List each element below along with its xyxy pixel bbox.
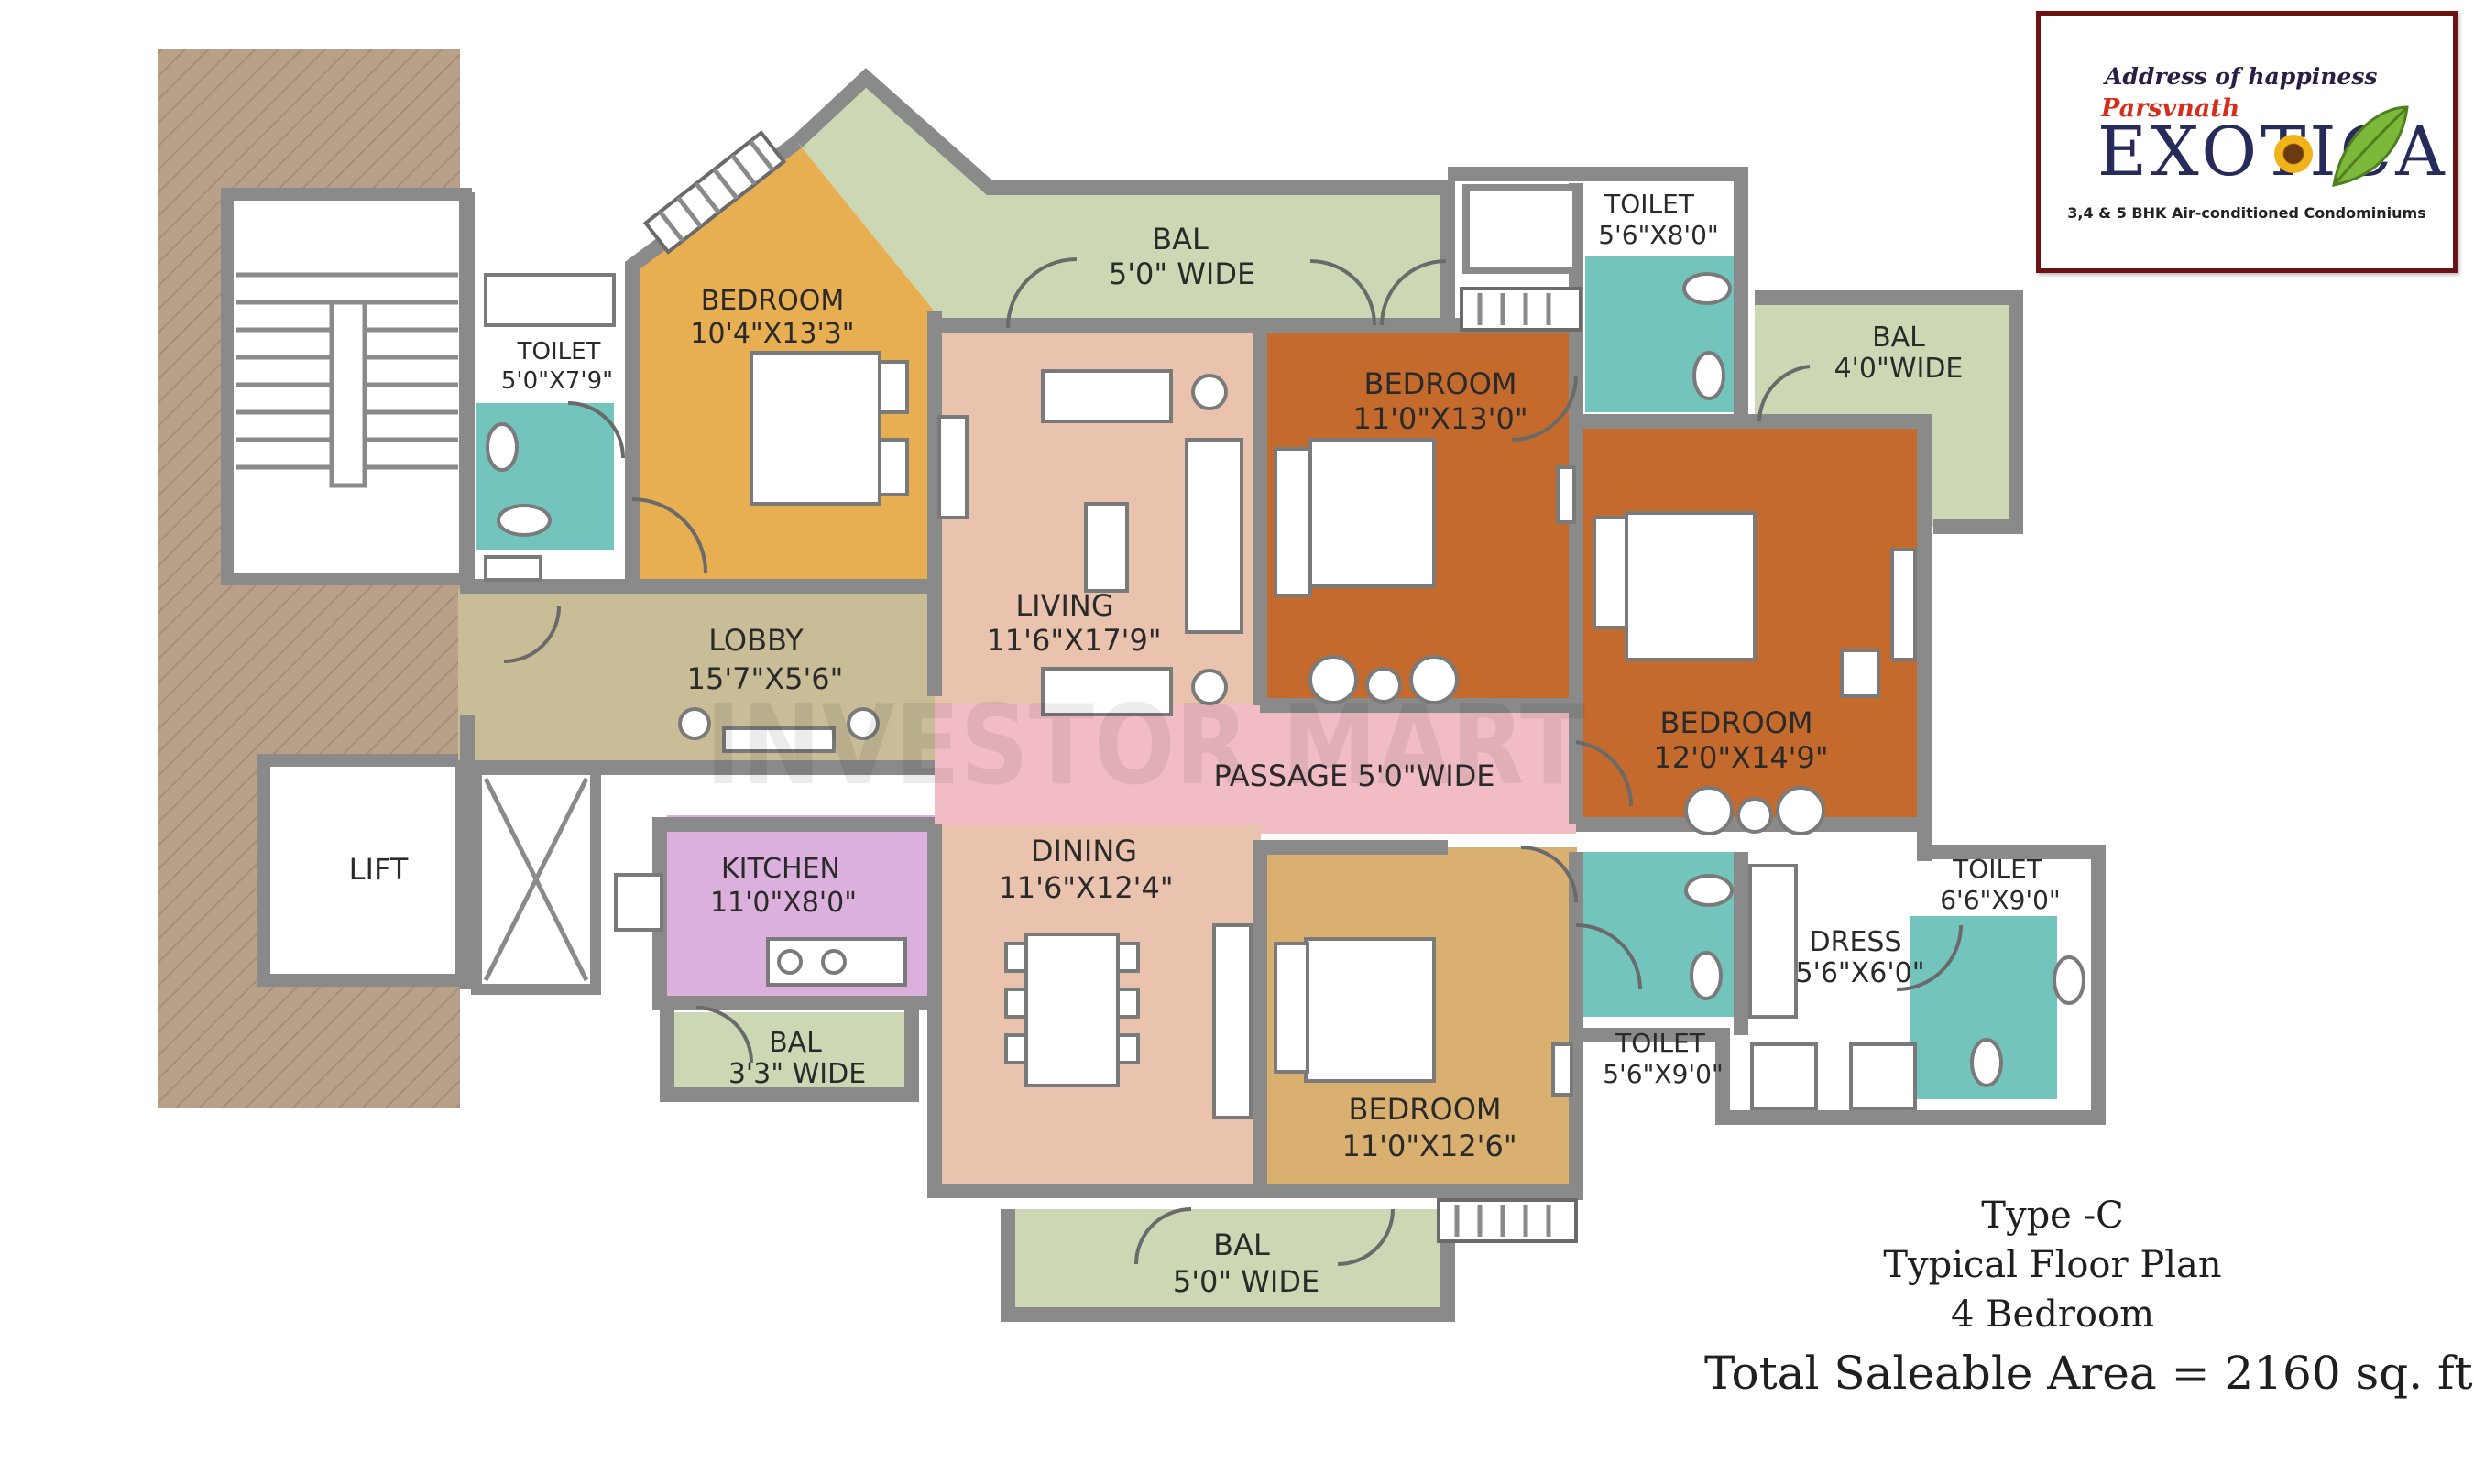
bal-kitchen-label: BAL <box>769 1027 822 1059</box>
bal-top-size: 5'0" WIDE <box>1109 256 1255 291</box>
furniture <box>484 272 2085 1119</box>
bedroom-4-size: 11'0"X12'6" <box>1341 1129 1516 1163</box>
toilet-1-label: TOILET <box>517 338 601 366</box>
room-labels: BEDROOM 10'4"X13'3" TOILET 5'0"X7'9" BAL… <box>349 189 2061 1299</box>
door-swings <box>503 257 1963 1266</box>
kitchen-label: KITCHEN <box>721 853 840 885</box>
bal-right-size: 4'0"WIDE <box>1834 353 1964 385</box>
lobby-floor <box>458 588 935 771</box>
lift-shaft <box>257 754 601 995</box>
leaf-icon <box>2332 105 2409 187</box>
toilet-2-size: 5'6"X8'0" <box>1598 220 1719 250</box>
bedroom-3-size: 12'0"X14'9" <box>1653 740 1828 775</box>
bal-top-label: BAL <box>1152 222 1209 256</box>
logo-subtitle: 3,4 & 5 BHK Air-conditioned Condominiums <box>2067 204 2426 222</box>
staircase <box>221 188 472 585</box>
bal-top-floor <box>797 82 1448 328</box>
bal-kitchen-floor <box>667 1012 907 1095</box>
dress-label: DRESS <box>1810 926 1902 958</box>
toilet-1-size: 5'0"X7'9" <box>501 367 613 395</box>
window-units <box>642 130 1582 1243</box>
toilet-4-label: TOILET <box>1615 1028 1706 1058</box>
lift-label: LIFT <box>349 852 409 887</box>
dining-size: 11'6"X12'4" <box>998 870 1173 905</box>
passage-floor <box>935 696 1576 834</box>
bedroom-2-label: BEDROOM <box>1363 366 1516 401</box>
bal-bottom-label: BAL <box>1213 1228 1270 1262</box>
bedroom-2-size: 11'0"X13'0" <box>1352 401 1527 436</box>
bal-bottom-size: 5'0" WIDE <box>1173 1264 1319 1299</box>
toilet-2-label: TOILET <box>1604 189 1695 219</box>
toilet-3-size: 6'6"X9'0" <box>1940 885 2061 915</box>
sunflower-icon <box>2274 135 2313 173</box>
bedroom-1-label: BEDROOM <box>701 285 845 317</box>
dress-size: 5'6"X6'0" <box>1796 957 1925 989</box>
plan-title: Typical Floor Plan <box>1883 1244 2222 1286</box>
plan-area: Total Saleable Area = 2160 sq. ft. <box>1704 1347 2474 1400</box>
toilet-4-size: 5'6"X9'0" <box>1603 1059 1724 1089</box>
brand-logo: Address of happiness Parsvnath EXOTICA 3… <box>2036 11 2458 273</box>
living-size: 11'6"X17'9" <box>986 623 1161 658</box>
bedroom-1-size: 10'4"X13'3" <box>690 318 854 350</box>
lobby-size: 15'7"X5'6" <box>687 661 844 696</box>
living-label: LIVING <box>1015 588 1113 623</box>
bedroom-4-label: BEDROOM <box>1348 1092 1501 1127</box>
plan-caption: Type -C Typical Floor Plan 4 Bedroom Tot… <box>1704 1191 2474 1403</box>
kitchen-size: 11'0"X8'0" <box>710 887 857 919</box>
passage-label: PASSAGE 5'0"WIDE <box>1213 758 1494 793</box>
plan-bedrooms: 4 Bedroom <box>1950 1293 2155 1336</box>
bal-bottom-floor <box>1013 1209 1443 1310</box>
bal-right-label: BAL <box>1872 322 1925 354</box>
plan-type: Type -C <box>1981 1195 2124 1237</box>
toilet-3-label: TOILET <box>1952 854 2043 884</box>
logo-tagline: Address of happiness <box>2105 63 2378 90</box>
dining-label: DINING <box>1031 834 1137 868</box>
bedroom-3-label: BEDROOM <box>1659 705 1812 740</box>
lobby-label: LOBBY <box>708 623 804 658</box>
logo-brand: Parsvnath <box>2101 94 2240 123</box>
watermark: INVESTOR MART <box>706 682 1585 810</box>
bal-kitchen-size: 3'3" WIDE <box>728 1058 866 1090</box>
